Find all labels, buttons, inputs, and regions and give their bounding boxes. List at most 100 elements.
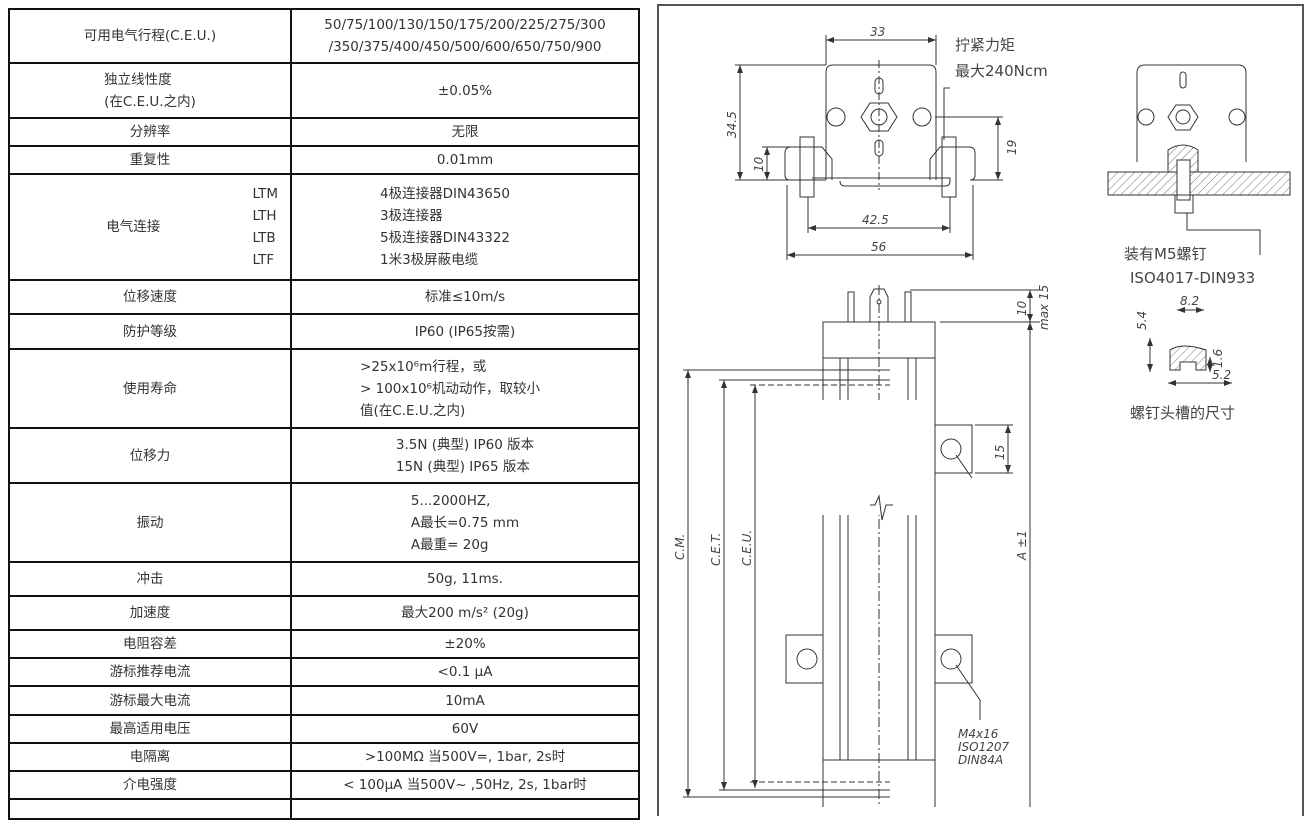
value-line: 值(在C.E.U.之内) <box>360 402 466 419</box>
dim-19: 19 <box>1005 140 1019 155</box>
spec-label: 使用寿命 <box>8 348 292 429</box>
spec-value: ±0.05% <box>290 62 640 119</box>
table-row: 使用寿命 >25x10⁶m行程，或 > 100x10⁶机动动作，取较小值(在C.E… <box>8 348 640 429</box>
code: LTF <box>252 252 275 268</box>
torque-label: 拧紧力矩 <box>955 36 1015 54</box>
mount-screw-size: M4x16 <box>958 727 999 741</box>
value-line: A最重= 20g <box>410 536 489 553</box>
spec-label: 最高适用电压 <box>8 714 292 744</box>
dim-a: A ±1 <box>1015 530 1029 561</box>
dim-34-5: 34.5 <box>725 111 739 138</box>
table-row: 分辨率无限 <box>8 117 640 147</box>
slot-dimensions <box>1147 307 1232 386</box>
dim-15: 15 <box>993 445 1007 460</box>
mount-screw-iso: ISO1207 <box>958 740 1010 754</box>
value-line: 5极连接器DIN43322 <box>379 230 510 246</box>
spec-value: 50g, 11ms. <box>290 561 640 597</box>
spec-label: 介电强度 <box>8 770 292 800</box>
spec-value: 标准≤10m/s <box>290 279 640 315</box>
value-line: 5...2000HZ, <box>410 492 491 509</box>
table-row: 介电强度< 100µA 当500V~ ,50Hz, 2s, 1bar时 <box>8 770 640 800</box>
table-row: 可用电气行程(C.E.U.) 50/75/100/130/150/175/200… <box>8 8 640 64</box>
spec-value: 0.01mm <box>290 145 640 175</box>
label-line: 独立线性度 <box>104 71 172 88</box>
spec-value: 10mA <box>290 685 640 716</box>
spec-label: 电阻容差 <box>8 629 292 659</box>
label-text: 电气连接 <box>106 219 161 235</box>
spec-label: 冲击 <box>8 561 292 597</box>
value-line: 3.5N (典型) IP60 版本 <box>395 436 535 453</box>
spec-value: 50/75/100/130/150/175/200/225/275/300/35… <box>290 8 640 64</box>
table-row: 独立线性度 (在C.E.U.之内) ±0.05% <box>8 62 640 119</box>
table-row: 电阻容差±20% <box>8 629 640 659</box>
torque-value: 最大240Ncm <box>955 62 1048 80</box>
dim-42-5: 42.5 <box>862 213 889 227</box>
dim-10-connector: 10 <box>1015 300 1029 316</box>
value-line: 3极连接器 <box>379 208 443 224</box>
dim-56: 56 <box>871 240 887 254</box>
drawing-panel <box>657 4 1304 816</box>
table-row: 加速度最大200 m/s² (20g) <box>8 595 640 631</box>
label-line: (在C.E.U.之内) <box>104 93 196 110</box>
value-line: 50/75/100/130/150/175/200/225/275/300 <box>324 17 606 33</box>
table-row: 电隔离>100MΩ 当500V=, 1bar, 2s时 <box>8 742 640 772</box>
spec-table: 可用电气行程(C.E.U.) 50/75/100/130/150/175/200… <box>8 8 640 820</box>
value-line: 15N (典型) IP65 版本 <box>395 458 530 475</box>
body-dimensions <box>683 289 1040 807</box>
spec-value: 无限 <box>290 117 640 147</box>
dim-max-15: max 15 <box>1037 285 1051 330</box>
value-line: A最长=0.75 mm <box>410 514 520 531</box>
spec-label: 游标推荐电流 <box>8 657 292 687</box>
dim-10: 10 <box>752 156 766 172</box>
spec-label: 加速度 <box>8 595 292 631</box>
spec-value: IP60 (IP65按需) <box>290 313 640 350</box>
value-line: 1米3极屏蔽电缆 <box>379 252 479 268</box>
value-line: > 100x10⁶机动动作，取较小 <box>360 380 540 397</box>
dim-ceu: C.E.U. <box>740 530 754 566</box>
break-line <box>870 494 893 521</box>
spec-label: 分辨率 <box>8 117 292 147</box>
slot-dim-5-2: 5.2 <box>1212 368 1231 382</box>
screw-standard: ISO4017-DIN933 <box>1130 269 1255 287</box>
spec-value: 5...2000HZ, A最长=0.75 mm A最重= 20g <box>290 482 640 563</box>
spec-label: 可用电气行程(C.E.U.) <box>8 8 292 64</box>
slot-dim-1-6: 1.6 <box>1211 349 1225 368</box>
potentiometer-body <box>785 285 981 807</box>
slot-dim-8-2: 8.2 <box>1180 294 1199 308</box>
table-row: 游标推荐电流<0.1 µA <box>8 657 640 687</box>
spec-label: 独立线性度 (在C.E.U.之内) <box>8 62 292 119</box>
spec-label: 位移力 <box>8 427 292 484</box>
spec-label: 振动 <box>8 482 292 563</box>
spec-value: 60V <box>290 714 640 744</box>
code: LTM <box>252 186 278 202</box>
dim-cm: C.M. <box>673 534 687 560</box>
code: LTH <box>252 208 277 224</box>
spec-value: < 100µA 当500V~ ,50Hz, 2s, 1bar时 <box>290 770 640 800</box>
dim-33: 33 <box>870 25 885 39</box>
break-mask <box>762 400 922 515</box>
spec-value: 最大200 m/s² (20g) <box>290 595 640 631</box>
spec-label: 位移速度 <box>8 279 292 315</box>
spec-label: 电隔离 <box>8 742 292 772</box>
table-row: 振动 5...2000HZ, A最长=0.75 mm A最重= 20g <box>8 482 640 563</box>
spec-label: 重复性 <box>8 145 292 175</box>
screw-label: 装有M5螺钉 <box>1124 245 1207 263</box>
table-row: 位移力 3.5N (典型) IP60 版本 15N (典型) IP65 版本 <box>8 427 640 484</box>
mounting-section-view <box>1107 64 1291 255</box>
value-line: >25x10⁶m行程，或 <box>360 358 487 375</box>
slot-dim-5-4: 5.4 <box>1135 311 1149 330</box>
spec-value: >100MΩ 当500V=, 1bar, 2s时 <box>290 742 640 772</box>
spec-value: 3.5N (典型) IP60 版本 15N (典型) IP65 版本 <box>290 427 640 484</box>
spec-value: ±20% <box>290 629 640 659</box>
spec-value: >25x10⁶m行程，或 > 100x10⁶机动动作，取较小值(在C.E.U.之内… <box>290 348 640 429</box>
value-line: /350/375/400/450/500/600/650/750/900 <box>328 39 602 55</box>
spec-value: <0.1 µA <box>290 657 640 687</box>
spec-label: 防护等级 <box>8 313 292 350</box>
